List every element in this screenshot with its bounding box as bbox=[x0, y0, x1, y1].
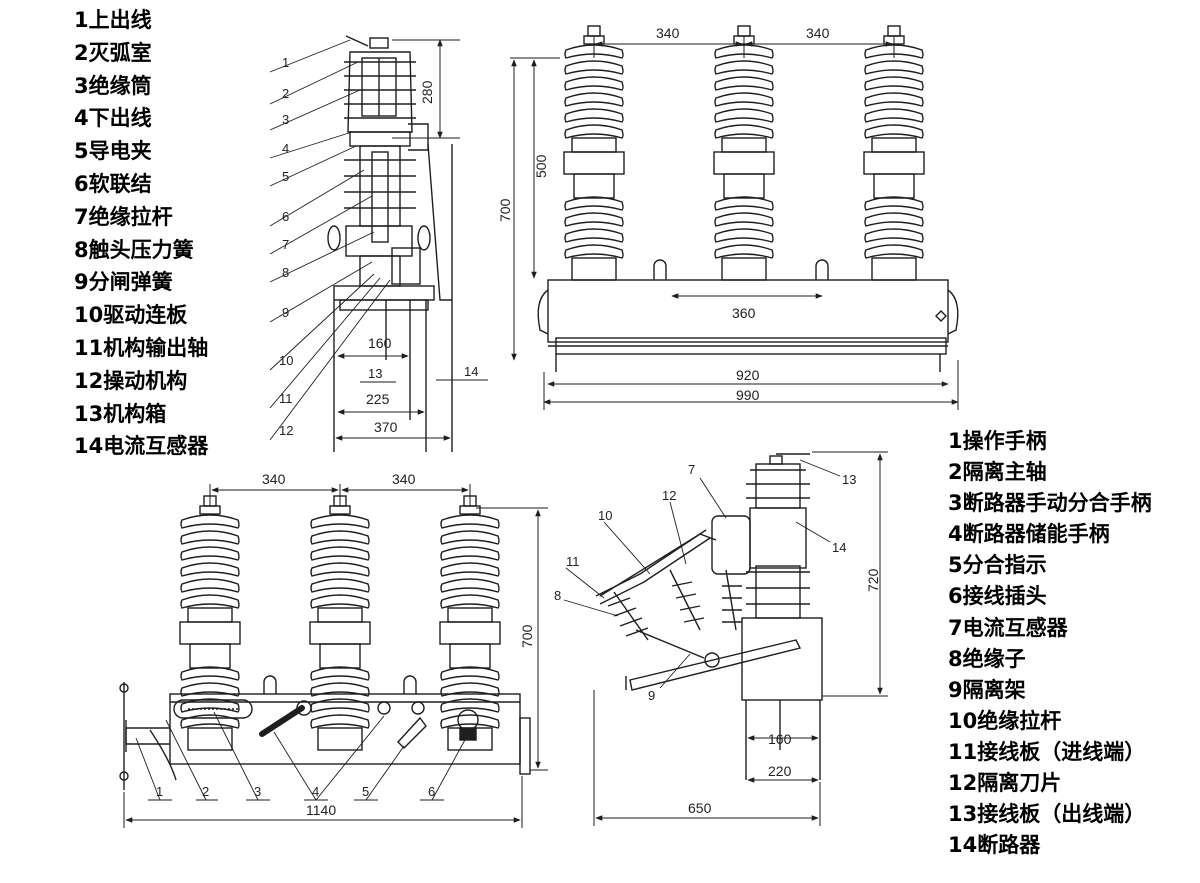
legend-item: 13机构箱 bbox=[74, 401, 167, 426]
callout-14: 14 bbox=[464, 364, 478, 379]
dim-370: 370 bbox=[374, 419, 398, 435]
legend-item: 7电流互感器 bbox=[948, 615, 1068, 640]
side-dimension-labels: 720 160 220 650 bbox=[688, 568, 881, 816]
section-callouts: 1 2 3 4 5 6 7 8 9 10 11 12 13 14 bbox=[269, 39, 488, 441]
callout-10: 10 bbox=[279, 353, 293, 368]
callout-s8: 8 bbox=[554, 588, 561, 603]
side-callouts: 7 10 11 12 8 9 13 14 bbox=[554, 459, 856, 703]
callout-b3: 3 bbox=[254, 784, 261, 799]
legend-right: 1操作手柄 2隔离主轴 3断路器手动分合手柄 4断路器储能手柄 5分合指示 6接… bbox=[948, 426, 1152, 861]
callout-s12: 12 bbox=[662, 488, 676, 503]
legend-item: 4断路器储能手柄 bbox=[948, 522, 1110, 547]
front-top-dimensions bbox=[510, 36, 959, 410]
legend-item: 12操动机构 bbox=[74, 368, 188, 393]
legend-item: 1操作手柄 bbox=[948, 429, 1047, 453]
legend-item: 10绝缘拉杆 bbox=[948, 708, 1062, 733]
callout-4: 4 bbox=[282, 141, 289, 156]
legend-item: 9隔离架 bbox=[948, 677, 1026, 702]
front-top-dimension-labels: 340 340 500 700 360 920 990 bbox=[497, 25, 830, 403]
legend-left: 1上出线 2灭弧室 3绝缘筒 4下出线 5导电夹 6软联结 7绝缘拉杆 8触头压… bbox=[74, 4, 208, 463]
dim-160: 160 bbox=[368, 335, 392, 351]
dim-340-a: 340 bbox=[656, 25, 680, 41]
legend-item: 7绝缘拉杆 bbox=[74, 204, 173, 229]
dim-990: 990 bbox=[736, 387, 760, 403]
callout-6: 6 bbox=[282, 209, 289, 224]
legend-item: 6软联结 bbox=[74, 171, 152, 196]
dim-920: 920 bbox=[736, 367, 760, 383]
dim-720: 720 bbox=[865, 568, 881, 592]
front-bottom-dimensions bbox=[123, 484, 548, 828]
legend-item: 3绝缘筒 bbox=[74, 73, 152, 98]
legend-item: 6接线插头 bbox=[948, 584, 1047, 609]
callout-s14: 14 bbox=[832, 540, 846, 555]
callout-b4: 4 bbox=[312, 784, 319, 799]
dim-700: 700 bbox=[497, 198, 513, 222]
callout-13: 13 bbox=[368, 366, 382, 381]
legend-item: 1上出线 bbox=[74, 8, 152, 32]
dim-700-b: 700 bbox=[519, 624, 535, 648]
callout-7: 7 bbox=[282, 237, 289, 252]
side-dimensions bbox=[593, 451, 888, 826]
dim-1140: 1140 bbox=[306, 802, 336, 818]
legend-item: 11机构输出轴 bbox=[74, 335, 209, 360]
section-dimension-labels: 280 160 225 370 bbox=[366, 80, 435, 435]
dim-340-d: 340 bbox=[392, 471, 416, 487]
section-view bbox=[327, 35, 453, 452]
legend-item: 12隔离刀片 bbox=[948, 771, 1062, 796]
callout-2: 2 bbox=[282, 86, 289, 101]
dim-360: 360 bbox=[732, 305, 756, 321]
dim-340-c: 340 bbox=[262, 471, 286, 487]
dim-160-b: 160 bbox=[768, 731, 792, 747]
section-dimensions bbox=[335, 39, 460, 441]
legend-item: 4下出线 bbox=[74, 106, 152, 131]
legend-item: 2灭弧室 bbox=[74, 40, 152, 65]
legend-item: 2隔离主轴 bbox=[948, 460, 1047, 485]
dim-650: 650 bbox=[688, 800, 712, 816]
legend-item: 8绝缘子 bbox=[948, 646, 1026, 671]
callout-b5: 5 bbox=[362, 784, 369, 799]
callout-s11: 11 bbox=[566, 554, 580, 569]
legend-item: 3断路器手动分合手柄 bbox=[948, 491, 1152, 516]
dim-225: 225 bbox=[366, 391, 390, 407]
legend-item: 14断路器 bbox=[948, 833, 1041, 858]
legend-item: 14电流互感器 bbox=[74, 434, 209, 459]
legend-item: 9分闸弹簧 bbox=[74, 270, 173, 295]
front-bottom-dimension-labels: 340 340 700 1140 bbox=[262, 471, 535, 818]
front-view-top bbox=[537, 25, 959, 372]
dim-220: 220 bbox=[768, 763, 792, 779]
callout-12: 12 bbox=[279, 423, 293, 438]
legend-item: 13接线板（出线端） bbox=[948, 802, 1146, 827]
callout-9: 9 bbox=[282, 305, 289, 320]
callout-11: 11 bbox=[279, 391, 293, 406]
dim-280: 280 bbox=[419, 80, 435, 104]
dim-500: 500 bbox=[533, 154, 549, 178]
callout-s7: 7 bbox=[688, 462, 695, 477]
legend-item: 5分合指示 bbox=[948, 553, 1047, 578]
callout-b6: 6 bbox=[428, 784, 435, 799]
callout-s10: 10 bbox=[598, 508, 612, 523]
callout-b2: 2 bbox=[202, 784, 209, 799]
legend-item: 5导电夹 bbox=[74, 139, 152, 164]
callout-8: 8 bbox=[282, 265, 289, 280]
dim-340-b: 340 bbox=[806, 25, 830, 41]
callout-1: 1 bbox=[282, 55, 289, 70]
callout-s9: 9 bbox=[648, 688, 655, 703]
side-view bbox=[595, 453, 823, 780]
legend-item: 10驱动连板 bbox=[74, 303, 188, 328]
front-view-bottom bbox=[119, 495, 531, 790]
legend-item: 8触头压力簧 bbox=[74, 237, 194, 262]
callout-s13: 13 bbox=[842, 472, 856, 487]
callout-5: 5 bbox=[282, 169, 289, 184]
callout-b1: 1 bbox=[156, 784, 163, 799]
front-bottom-callouts: 1 2 3 4 5 6 bbox=[135, 711, 467, 801]
callout-3: 3 bbox=[282, 112, 289, 127]
legend-item: 11接线板（进线端） bbox=[948, 739, 1146, 764]
